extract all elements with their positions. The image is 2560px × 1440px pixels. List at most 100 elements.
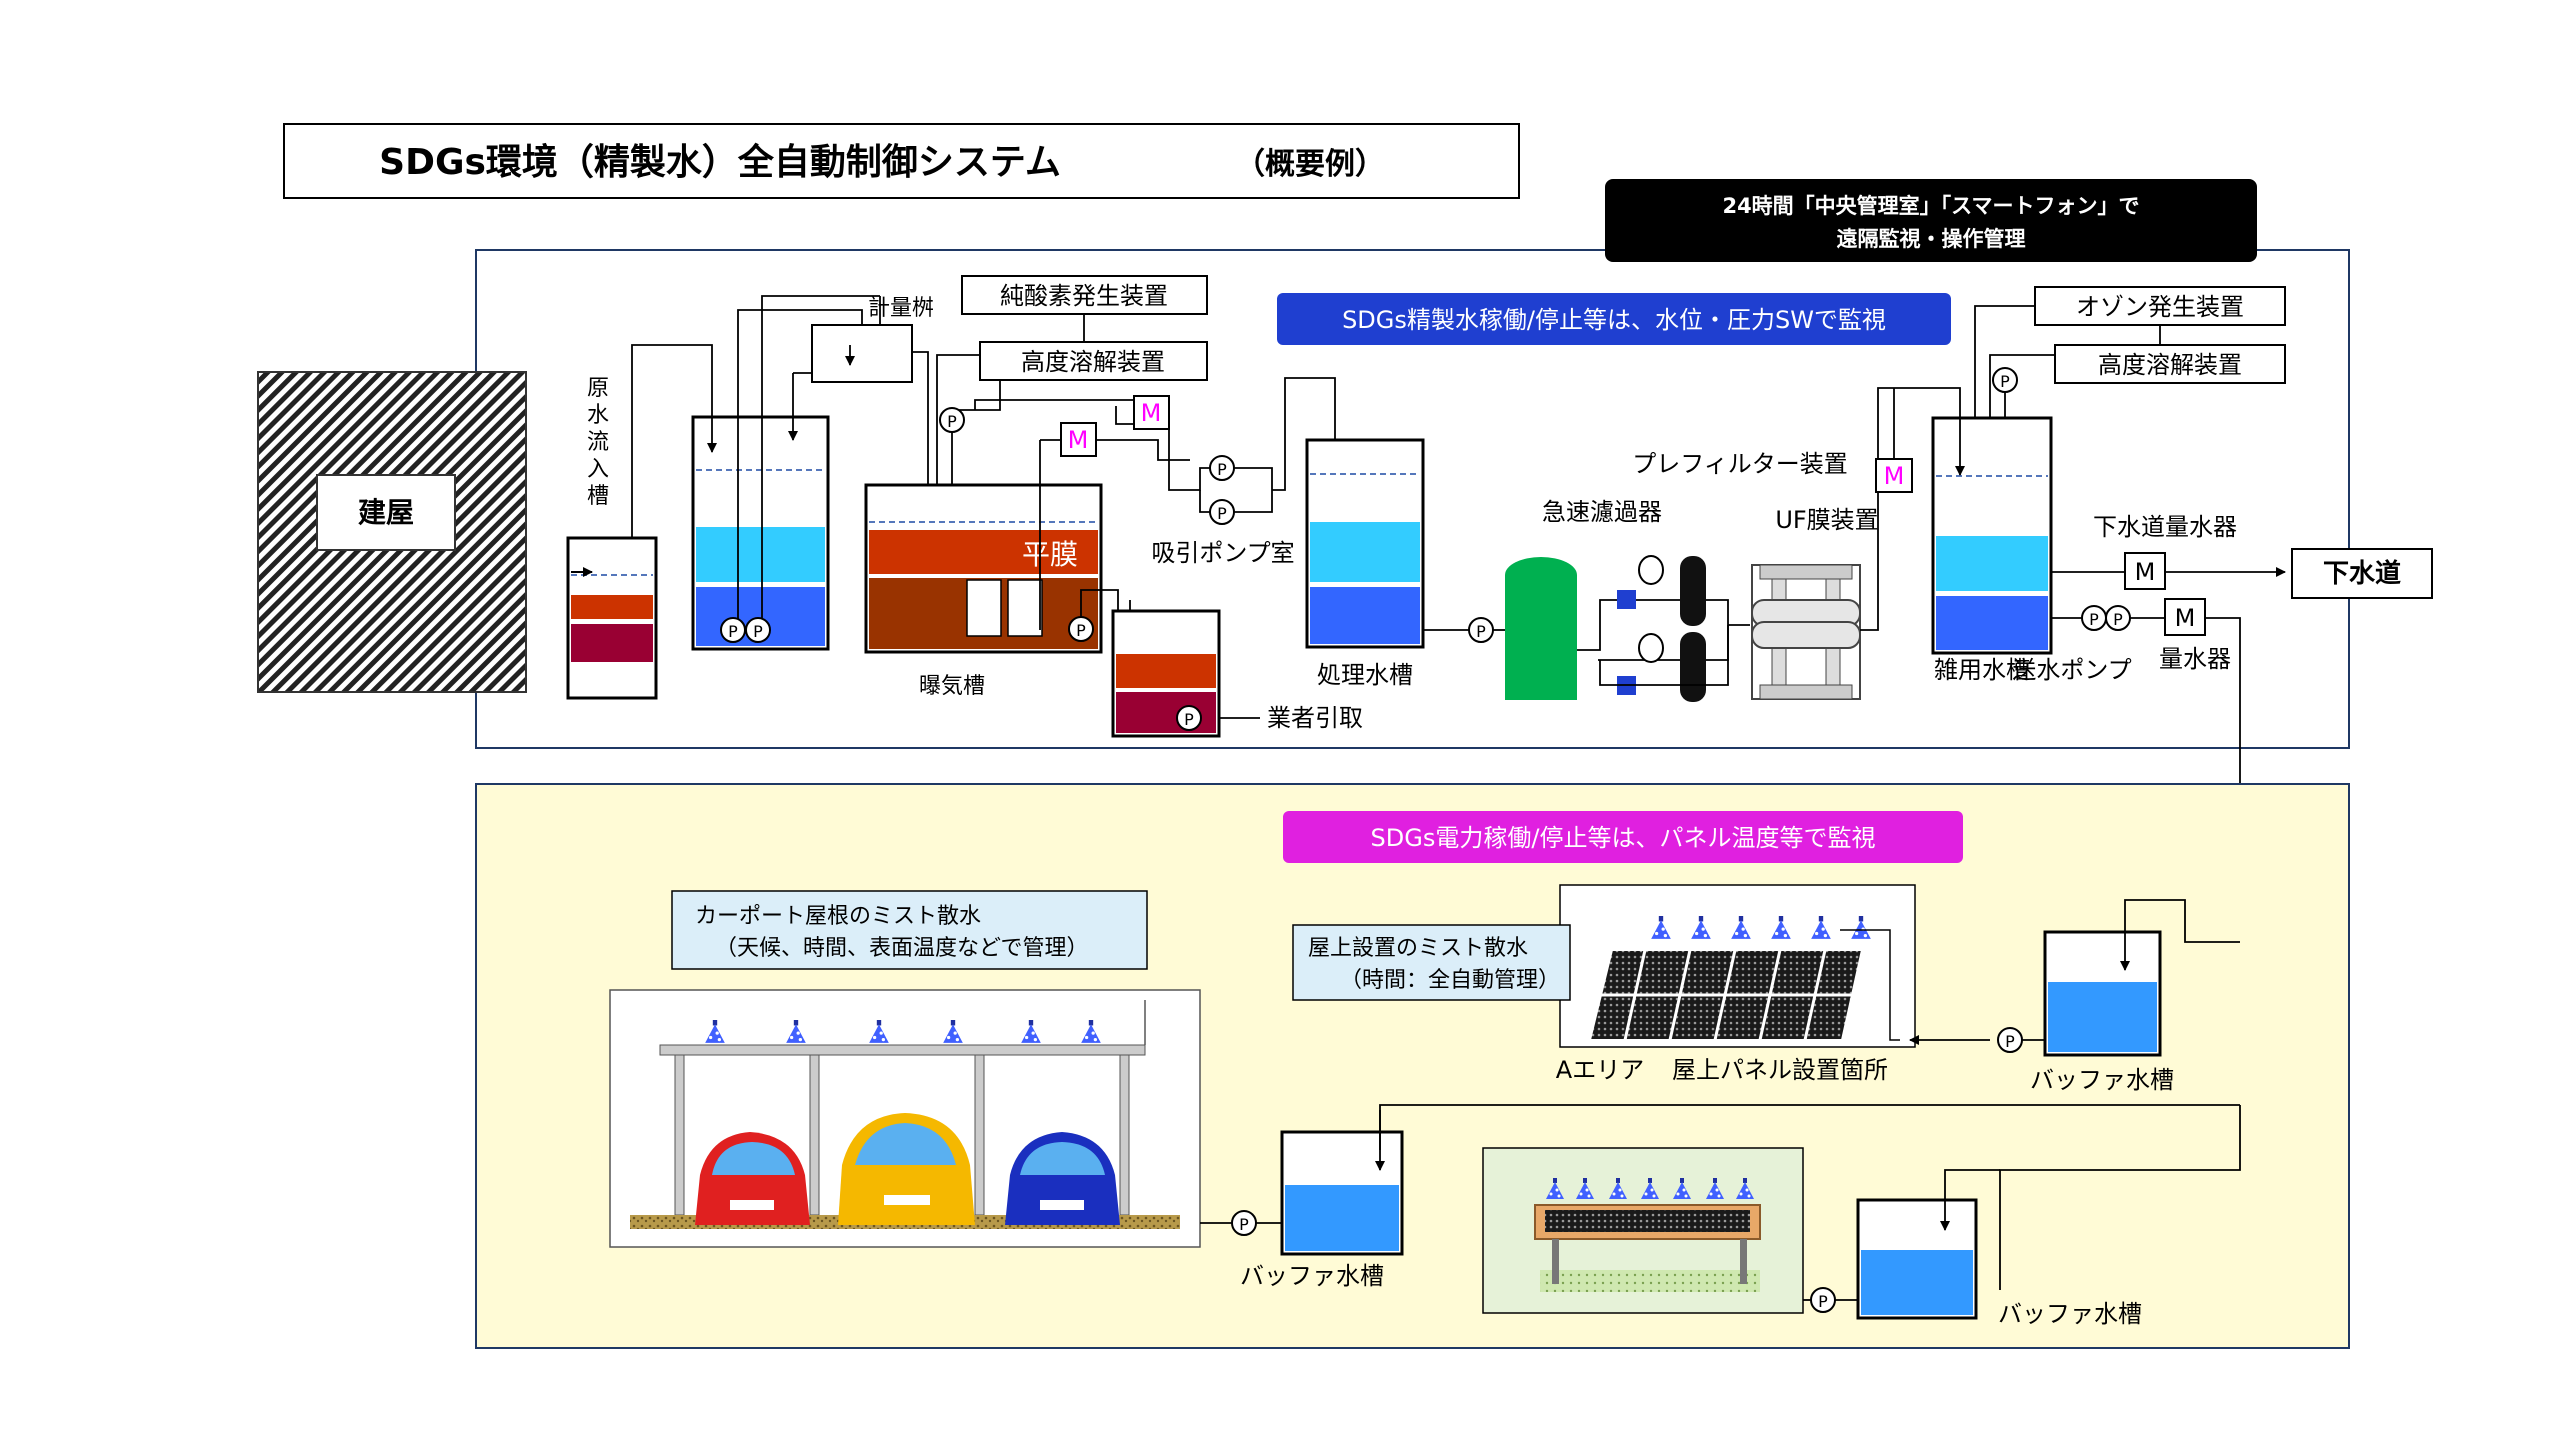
solar-panel-array <box>1588 949 1864 1041</box>
misc-tank-label: 雑用水槽 <box>1934 656 2030 684</box>
flat-membrane-label: 平膜 <box>1022 538 1078 571</box>
supply-pump-label: 送水ポンプ <box>2012 656 2131 684</box>
dissolve-return-pipe <box>951 380 1001 500</box>
ozone-box <box>2034 286 2286 326</box>
water-meter-label: 量水器 <box>2159 645 2231 673</box>
title-box <box>283 123 1520 199</box>
pump-icon-tank2-a: P <box>720 617 746 643</box>
svg-text:P: P <box>753 622 763 641</box>
motor-icon-sewer-meter: M <box>2124 552 2166 590</box>
sewer-meter-label: 下水道量水器 <box>2093 513 2237 541</box>
svg-text:P: P <box>1476 622 1486 641</box>
misc-water-tank <box>1931 416 2053 655</box>
rapid-filter-label: 急速濾過器 <box>1542 498 1662 526</box>
lower-monitor-text: SDGs電力稼働/停止等は、パネル温度等で監視 <box>1371 824 1876 852</box>
svg-text:P: P <box>2113 610 2123 629</box>
pump-icon-dissolve2: P <box>1992 367 2018 393</box>
buffer-tank-roof-label: バッファ水槽 <box>2030 1066 2174 1094</box>
raw-inflow-char-1: 原 <box>587 376 609 401</box>
pump-icon-suction-b: P <box>1209 499 1235 525</box>
raw-inflow-char-4: 入 <box>587 457 609 482</box>
motor-icon-1: M <box>1060 422 1097 457</box>
pure-oxygen-box <box>961 275 1208 315</box>
raw-inflow-char-2: 水 <box>587 403 609 428</box>
pipe-raw-to-tank2 <box>631 344 717 538</box>
supply-to-roof-buffer <box>2120 899 2240 971</box>
dissolve-to-aeration-pipe <box>932 354 980 501</box>
svg-text:P: P <box>728 622 738 641</box>
svg-text:M: M <box>1884 462 1905 490</box>
raw-inflow-char-3: 流 <box>587 430 609 455</box>
motor-icon-2: M <box>1133 395 1170 430</box>
motor2-pipe <box>974 399 1134 410</box>
pump-icon-carport: P <box>1231 1210 1257 1236</box>
motor-icon-uf: M <box>1875 458 1913 493</box>
svg-text:P: P <box>2089 610 2099 629</box>
raw-inflow-char-5: 槽 <box>587 484 609 509</box>
aeration-tank-label: 曝気槽 <box>919 674 985 699</box>
buffer-tank-roof <box>2043 930 2162 1057</box>
lower-monitor-banner <box>1283 811 1963 863</box>
pipe-tank2-to-meter <box>737 309 863 630</box>
building-label-box <box>316 474 456 551</box>
area-a-label: Aエリア <box>1556 1056 1644 1084</box>
title-main: SDGs環境（精製水）全自動制御システム <box>379 141 1061 183</box>
prefilter-unit-a <box>1617 555 1706 626</box>
roof-note <box>1292 924 1571 1001</box>
motor1-pipe <box>1096 439 1190 461</box>
suction-to-treated-pipe <box>1272 377 1340 491</box>
motor-icon-water-meter: M <box>2164 598 2206 636</box>
remote-line2: 遠隔監視・操作管理 <box>1837 227 2026 251</box>
upper-monitor-banner <box>1277 293 1951 345</box>
pump-icon-aeration: P <box>1068 616 1094 642</box>
pump-icon-planter: P <box>1810 1287 1836 1313</box>
svg-text:M: M <box>1141 399 1162 427</box>
planter-illustration <box>1534 1204 1761 1292</box>
svg-text:M: M <box>2175 604 2196 632</box>
pump-intake-tank <box>691 415 830 651</box>
sewer-box <box>2291 548 2433 599</box>
svg-text:P: P <box>2000 372 2010 391</box>
svg-text:P: P <box>1818 1292 1828 1311</box>
prefilter-pipe-loop <box>1599 625 1729 686</box>
prefilter-label: プレフィルター装置 <box>1632 450 1848 478</box>
contractor-label: 業者引取 <box>1267 704 1363 732</box>
svg-text:P: P <box>1239 1215 1249 1234</box>
uf-membrane-unit <box>1751 564 1861 700</box>
suction-pump-room-label: 吸引ポンプ室 <box>1151 539 1294 567</box>
pump-icon-supply-a: P <box>2081 605 2107 631</box>
buffer-tank-carport <box>1280 1130 1404 1256</box>
pure-oxygen-label: 純酸素発生装置 <box>1000 282 1168 310</box>
svg-text:P: P <box>1184 710 1194 729</box>
buffer-tank-planter <box>1856 1198 1978 1320</box>
pump-icon-treated: P <box>1468 617 1494 643</box>
carport-note <box>671 890 1148 970</box>
carport-note-line1: カーポート屋根のミスト散水 <box>695 904 981 929</box>
pump-icon-tank2-b: P <box>745 617 771 643</box>
svg-text:P: P <box>1217 460 1227 479</box>
uf-membrane-label: UF膜装置 <box>1775 506 1878 534</box>
high-dissolve-1-box <box>979 341 1208 381</box>
meter-box <box>811 324 913 383</box>
building-label: 建屋 <box>358 496 414 529</box>
supply-to-planter-buffer <box>1999 1105 2241 1290</box>
pump-icon-dissolve: P <box>939 407 965 433</box>
title-sub: （概要例） <box>1235 147 1385 182</box>
roof-nozzle-pipe <box>1840 929 1900 1041</box>
svg-text:P: P <box>1076 621 1086 640</box>
pipe-tank2-to-meter-2 <box>761 295 880 630</box>
svg-text:M: M <box>1068 426 1089 454</box>
remote-monitoring-box <box>1605 179 2257 262</box>
sewer-label: 下水道 <box>2323 558 2401 589</box>
uf-to-misc-pipe <box>1860 387 1961 631</box>
carport-note-line2: （天候、時間、表面温度などで管理） <box>715 936 1089 961</box>
treated-water-tank <box>1305 438 1425 649</box>
roof-note-line2: （時間：全自動管理） <box>1340 968 1560 993</box>
pipe-meter-to-aeration <box>912 351 933 501</box>
planter-buffer-inflow <box>1940 1169 2000 1231</box>
buffer-tank-planter-label: バッファ水槽 <box>1998 1300 2142 1328</box>
pump-icon-suction-a: P <box>1209 455 1235 481</box>
high-dissolve-1-label: 高度溶解装置 <box>1021 348 1165 376</box>
high-dissolve-2-box <box>2054 344 2286 384</box>
